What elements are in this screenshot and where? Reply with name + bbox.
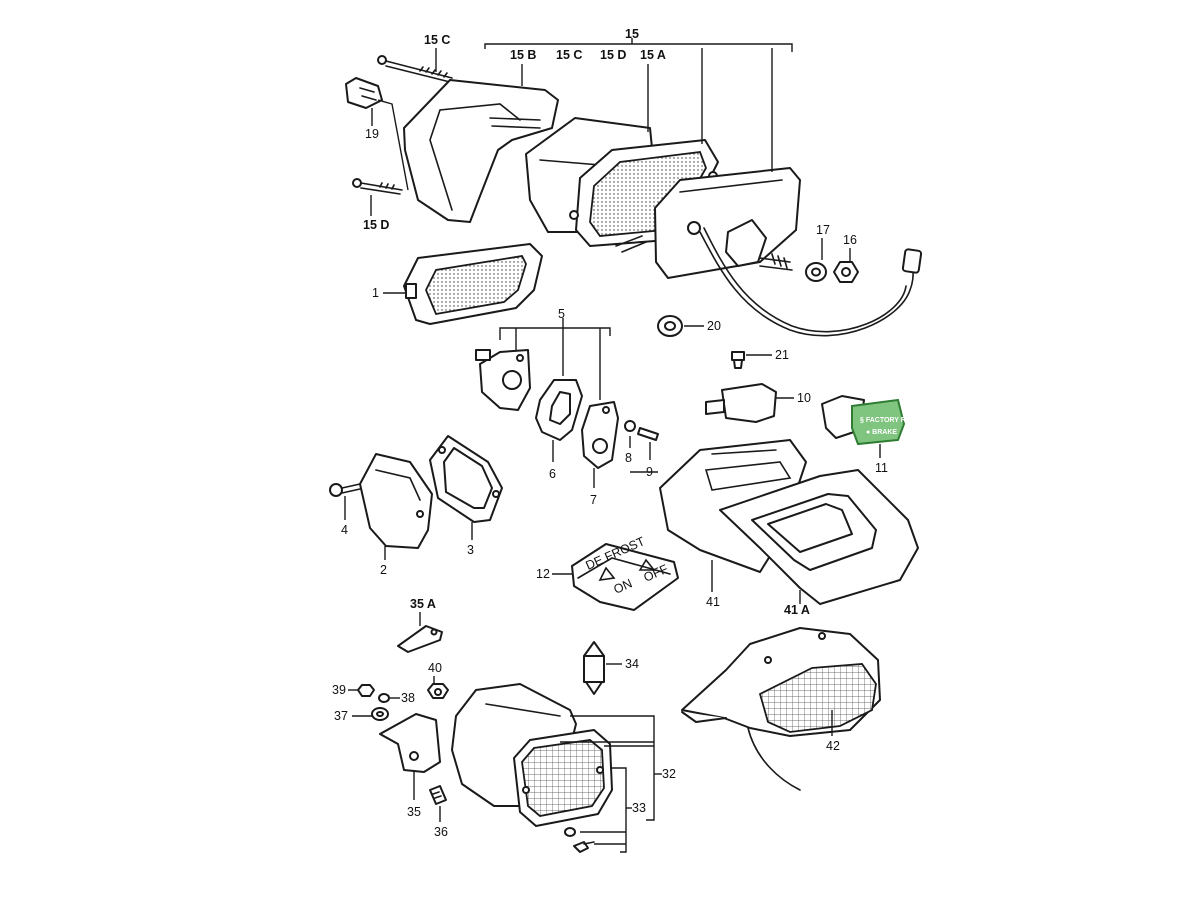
callout-15d-mid: 15 D — [600, 48, 626, 62]
bulb-holder-assembly — [475, 349, 531, 411]
callout-10: 10 — [797, 391, 811, 405]
callout-36: 36 — [434, 825, 448, 839]
lamp-housing-15b — [403, 64, 559, 223]
callout-41a: 41 A — [784, 603, 810, 617]
callout-33: 33 — [632, 801, 646, 815]
callout-11: 11 — [875, 461, 888, 475]
callout-2: 2 — [380, 563, 387, 577]
callout-15c-mid: 15 C — [556, 48, 582, 62]
callout-35: 35 — [407, 805, 421, 819]
washer-17 — [805, 238, 827, 282]
callout-41: 41 — [706, 595, 720, 609]
washer-38 — [378, 693, 400, 703]
brake-switch-11: § FACTORY RLAG ● BRAKE — [821, 395, 921, 458]
defrost-on-label: ON — [612, 576, 635, 596]
callout-7: 7 — [590, 493, 597, 507]
washer-33 — [564, 827, 576, 837]
lens-frame-15a — [569, 48, 719, 253]
callout-15: 15 — [625, 27, 639, 41]
callout-16: 16 — [843, 233, 857, 247]
callout-8: 8 — [625, 451, 632, 465]
bulb-socket-19 — [345, 77, 383, 126]
callout-34: 34 — [625, 657, 639, 671]
nut-39 — [348, 684, 375, 697]
highlight-text-2: ● BRAKE — [866, 429, 897, 436]
nut-40 — [427, 676, 449, 699]
callout-38: 38 — [401, 691, 415, 705]
bracket-32 — [560, 715, 655, 821]
callout-15d-left: 15 D — [363, 218, 389, 232]
bulb-34 — [583, 641, 622, 695]
callout-4: 4 — [341, 523, 348, 537]
gasket-3 — [429, 435, 503, 540]
callout-6: 6 — [549, 467, 556, 481]
callout-21: 21 — [775, 348, 789, 362]
callout-15b: 15 B — [510, 48, 536, 62]
washer-8 — [624, 420, 636, 448]
housing-2 — [359, 453, 433, 560]
callout-39: 39 — [332, 683, 346, 697]
callout-12: 12 — [536, 567, 550, 581]
callout-32: 32 — [662, 767, 676, 781]
screw-36 — [429, 785, 447, 822]
brake-light-cover-41a — [719, 469, 919, 605]
callout-17: 17 — [816, 223, 830, 237]
bracket-33 — [580, 767, 627, 853]
washer-37 — [352, 707, 389, 721]
highlight-text-1: § FACTORY RLAG — [860, 417, 921, 424]
side-lamp-42 — [681, 627, 881, 791]
screw-4 — [329, 483, 361, 520]
screw-33 — [573, 841, 595, 853]
tail-lamp-lens-33 — [513, 729, 613, 827]
callout-1: 1 — [372, 286, 379, 300]
plug-21 — [731, 351, 772, 369]
lamp-1 — [383, 243, 543, 325]
screw-9 — [637, 427, 659, 460]
nut-16 — [833, 248, 859, 283]
callout-37: 37 — [334, 709, 348, 723]
wire-plug — [901, 248, 923, 274]
callout-3: 3 — [467, 543, 474, 557]
bracket-35 — [379, 713, 441, 800]
bracket-35a — [397, 612, 443, 653]
callout-42: 42 — [826, 739, 840, 753]
lamp-back-15 — [654, 48, 801, 279]
top-bracket-15 — [484, 38, 793, 52]
callout-20: 20 — [707, 319, 721, 333]
relay-10 — [705, 383, 794, 423]
callout-40: 40 — [428, 661, 442, 675]
callout-5: 5 — [558, 307, 565, 321]
callout-19: 19 — [365, 127, 379, 141]
callout-15a: 15 A — [640, 48, 666, 62]
bracket-5 — [499, 327, 611, 340]
gasket-6 — [535, 379, 583, 462]
callout-15c-top: 15 C — [424, 33, 450, 47]
grommet-20 — [657, 315, 704, 337]
wire-harness — [699, 231, 915, 337]
bracket-7 — [581, 401, 619, 488]
screw-15c — [377, 48, 453, 83]
screw-15d-left — [352, 178, 403, 216]
defrost-switch-12: DE FROST ON OFF — [552, 534, 679, 611]
callout-35a: 35 A — [410, 597, 436, 611]
